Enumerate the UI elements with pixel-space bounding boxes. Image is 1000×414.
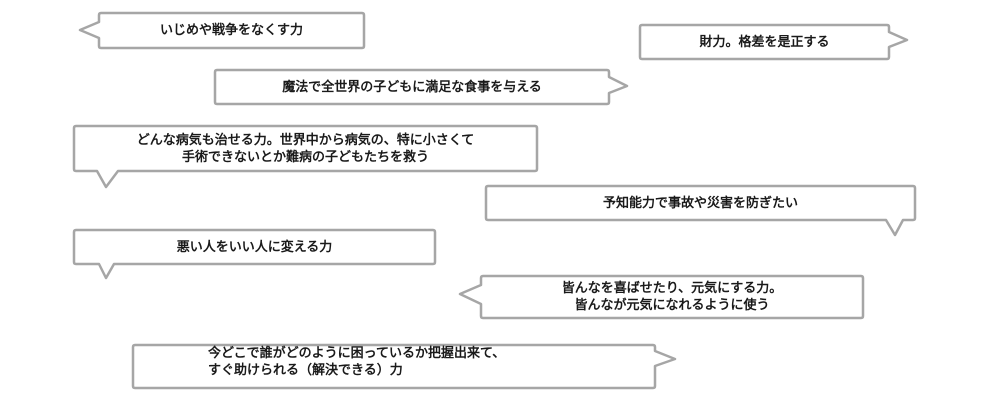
bubble-text: 財力。格差を是正する	[640, 25, 889, 59]
bubble-text: 魔法で全世界の子どもに満足な食事を与える	[215, 70, 609, 104]
bubble-text: 悪い人をいい人に変える力	[74, 230, 435, 264]
bubble-line: 予知能力で事故や災害を防ぎたい	[602, 195, 798, 211]
bubble-text: 皆んなを喜ばせたり、元気にする力。 皆んなが元気になれるように使う	[481, 276, 863, 318]
bubble-text: いじめや戦争をなくす力	[99, 13, 364, 48]
bubble-line: いじめや戦争をなくす力	[159, 23, 303, 38]
bubble-text: 今どこで誰がどのように困っているか把握出来て、 すぐ助けられる（解決できる）力	[208, 345, 648, 388]
bubble-text: どんな病気も治せる力。世界中から病気の、特に小さくて 手術できないとか難病の子ど…	[74, 126, 537, 171]
bubble-line: 皆んなが元気になれるように使う	[574, 298, 770, 313]
bubble-line: 今どこで誰がどのように困っているか把握出来て、	[208, 346, 506, 361]
bubble-line: 魔法で全世界の子どもに満足な食事を与える	[282, 79, 542, 95]
bubble-text: 予知能力で事故や災害を防ぎたい	[486, 186, 915, 220]
bubble-line: 悪い人をいい人に変える力	[176, 239, 333, 255]
bubble-line: 手術できないとか難病の子どもたちを救う	[181, 149, 429, 165]
bubble-line: すぐ助けられる（解決できる）力	[208, 363, 403, 378]
bubble-line: 皆んなを喜ばせたり、元気にする力。	[561, 281, 783, 296]
bubble-line: どんな病気も治せる力。世界中から病気の、特に小さくて	[136, 132, 475, 148]
bubble-line: 財力。格差を是正する	[699, 34, 830, 50]
